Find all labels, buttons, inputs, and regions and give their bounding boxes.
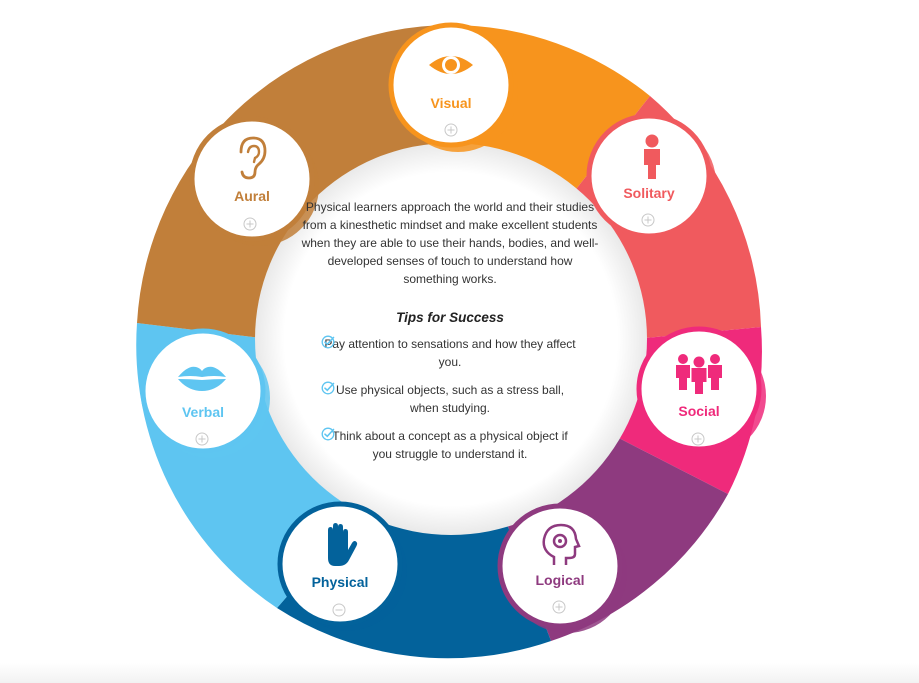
tip-text: Pay attention to sensations and how they… [324,337,576,369]
hand-icon [328,523,358,566]
check-circle-icon [321,427,334,441]
tip-item: Use physical objects, such as a stress b… [321,381,578,417]
minus-icon[interactable] [332,603,346,617]
tip-item: Think about a concept as a physical obje… [321,427,578,463]
lips-icon [178,366,226,391]
center-panel: Physical learners approach the world and… [300,198,600,488]
ear-icon [239,136,267,180]
node-solitary[interactable]: Solitary [586,113,716,243]
plus-icon[interactable] [444,123,458,137]
plus-icon[interactable] [195,432,209,446]
tip-text: Think about a concept as a physical obje… [332,429,568,461]
node-verbal[interactable]: Verbal [140,328,270,458]
plus-icon[interactable] [641,213,655,227]
node-logical[interactable]: Logical [497,503,627,633]
center-hub [255,143,647,535]
plus-icon[interactable] [552,600,566,614]
person-icon [644,134,660,179]
node-physical[interactable]: Physical [277,501,407,631]
tips-title: Tips for Success [396,310,504,325]
node-label-solitary: Solitary [623,185,675,201]
node-social[interactable]: Social [636,326,766,456]
plus-icon[interactable] [243,217,257,231]
node-aural[interactable]: Aural [189,116,319,246]
node-label-logical: Logical [535,572,584,588]
node-label-visual: Visual [431,95,472,111]
node-visual[interactable]: Visual [388,22,518,152]
node-label-social: Social [678,403,719,419]
plus-icon[interactable] [691,432,705,446]
node-label-aural: Aural [234,188,270,204]
style-description: Physical learners approach the world and… [301,200,599,286]
node-label-physical: Physical [312,574,369,590]
tip-text: Use physical objects, such as a stress b… [335,383,565,415]
page-bottom-shade [0,663,919,683]
check-circle-icon [321,381,334,395]
group-icon [676,354,722,394]
head-gear-icon [542,523,581,565]
tip-item: Pay attention to sensations and how they… [321,335,578,371]
check-circle-icon [321,335,334,349]
eye-icon [429,56,473,74]
node-label-verbal: Verbal [182,404,224,420]
